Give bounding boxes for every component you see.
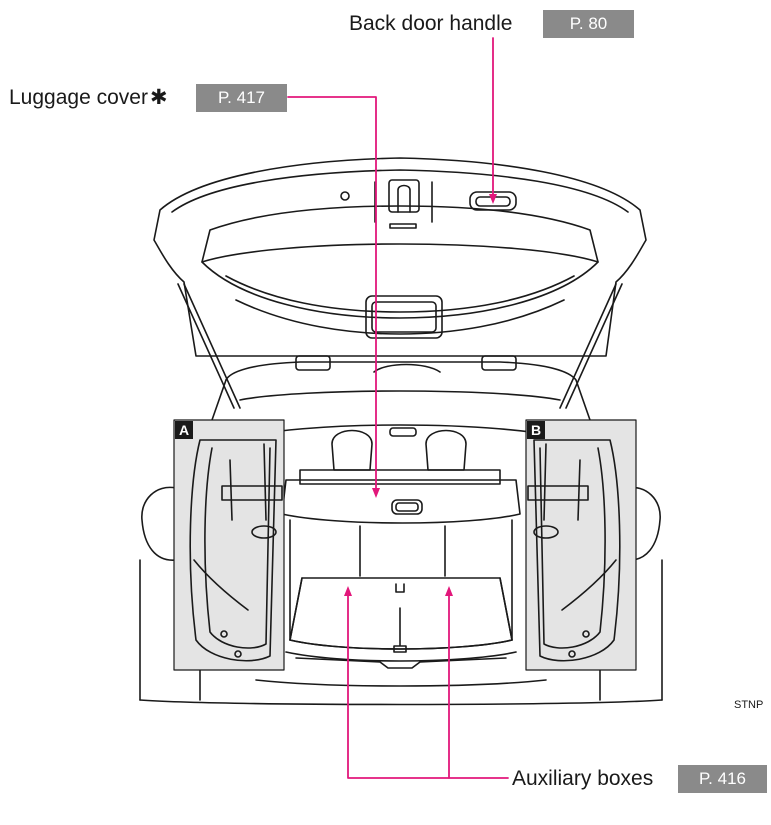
leader-auxiliary-boxes [347,589,509,779]
back-door-handle-label: Back door handle [349,12,513,35]
leader-luggage-cover [287,96,377,495]
back-door-handle-ref[interactable]: P. 80 [543,10,634,38]
asterisk-icon: ✱ [149,86,168,109]
inset-a [173,419,285,671]
luggage-cover-ref[interactable]: P. 417 [196,84,287,112]
body-outline [225,361,601,701]
inset-a-tag: A [175,421,193,439]
luggage-cover-drawing [281,479,521,524]
luggage-cover-text: Luggage cover [9,86,148,109]
auxiliary-boxes-label: Auxiliary boxes [512,767,654,790]
inset-b-tag: B [527,421,545,439]
back-door-outline [153,157,647,357]
auxiliary-boxes-ref[interactable]: P. 416 [678,765,767,793]
image-code: STNP [734,699,764,711]
inset-b [525,419,637,671]
luggage-cover-label: Luggage cover✱ [9,84,168,112]
